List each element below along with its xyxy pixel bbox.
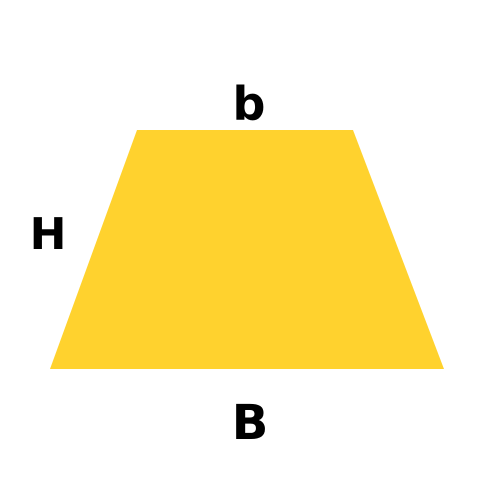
height-label: H xyxy=(30,209,67,260)
top-base-label: b xyxy=(233,77,266,131)
bottom-base-label: B xyxy=(232,395,269,451)
trapezoid-shape xyxy=(50,130,444,369)
